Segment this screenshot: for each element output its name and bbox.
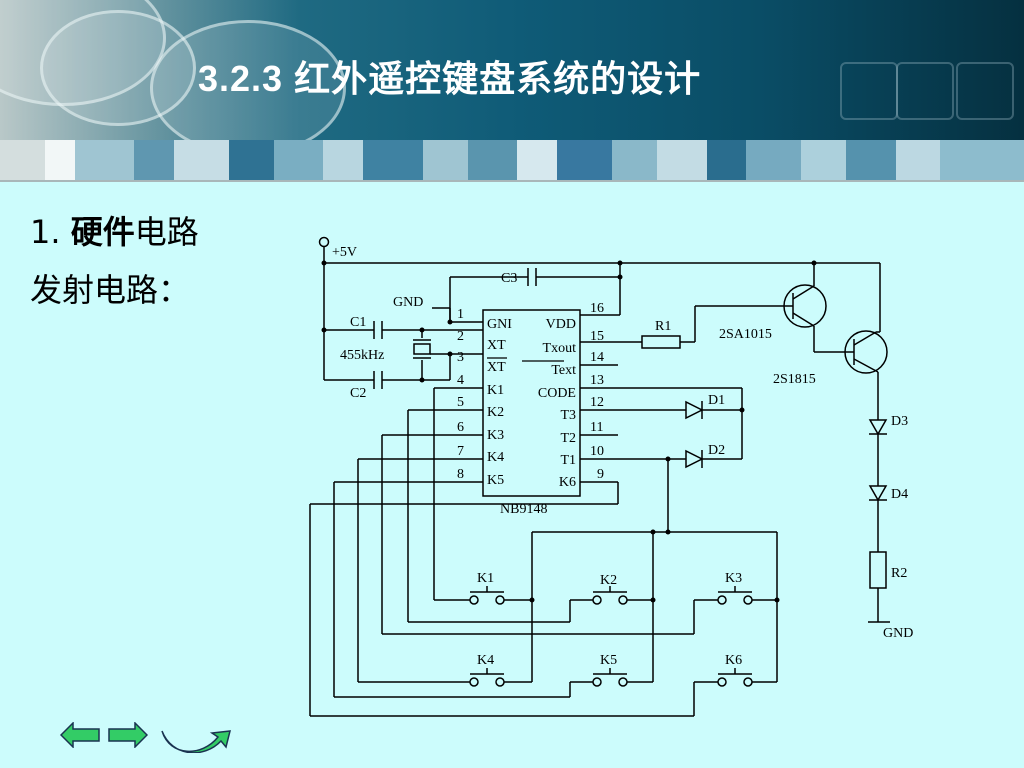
pin-number-5: 5	[457, 395, 464, 410]
square-decoration	[956, 62, 1014, 120]
pin-code: CODE	[538, 386, 576, 401]
key-k4-label: K4	[477, 653, 494, 668]
pin-number-9: 9	[597, 467, 604, 482]
pin-k3: K3	[487, 428, 504, 443]
pin-k5: K5	[487, 473, 504, 488]
key-k6-label: K6	[725, 653, 742, 668]
gnd-label: GND	[393, 295, 423, 310]
square-decoration	[840, 62, 898, 120]
r2-label: R2	[891, 566, 907, 581]
vcc-label: +5V	[332, 245, 357, 260]
key-k5-label: K5	[600, 653, 617, 668]
pin-number-6: 6	[457, 420, 464, 435]
pin-t1: T1	[560, 453, 576, 468]
d2-label: D2	[708, 443, 725, 458]
c1-label: C1	[350, 315, 366, 330]
pin-number-12: 12	[590, 395, 604, 410]
pin-t2: T2	[560, 431, 576, 446]
key-k1-label: K1	[477, 571, 494, 586]
pin-number-14: 14	[590, 350, 604, 365]
heading-hardware-circuit: 1. 硬件电路	[30, 213, 199, 251]
next-arrow-icon[interactable]	[108, 722, 148, 748]
d4-label: D4	[891, 487, 908, 502]
c2-label: C2	[350, 386, 366, 401]
pin-number-16: 16	[590, 301, 604, 316]
pin-xt-bar: XT	[487, 360, 506, 375]
header-divider	[0, 180, 1024, 182]
square-decoration	[896, 62, 954, 120]
previous-arrow-icon[interactable]	[60, 722, 100, 748]
pin-number-4: 4	[457, 373, 464, 388]
pin-k4: K4	[487, 450, 504, 465]
pin-gni: GNI	[487, 317, 512, 332]
pin-k6: K6	[559, 475, 576, 490]
pin-text: Text	[551, 363, 576, 378]
return-arrow-icon[interactable]	[160, 727, 232, 753]
pin-number-3: 3	[457, 350, 464, 365]
c3-label: C3	[501, 271, 517, 286]
pin-number-1: 1	[457, 307, 464, 322]
pin-number-11: 11	[590, 420, 603, 435]
pin-number-8: 8	[457, 467, 464, 482]
pin-number-15: 15	[590, 329, 604, 344]
d3-label: D3	[891, 414, 908, 429]
glassware-decoration	[150, 20, 346, 140]
subheading-transmit-circuit: 发射电路：	[30, 271, 191, 309]
ir-transmitter-schematic: +5V GND C3 C1 455kHz C2 R1 2SA1015 2S181…	[309, 236, 913, 717]
pin-number-10: 10	[590, 444, 604, 459]
mosaic-banner	[0, 140, 1024, 180]
slide-title: 3.2.3 红外遥控键盘系统的设计	[198, 58, 702, 99]
r1-label: R1	[655, 319, 671, 334]
pin-number-7: 7	[457, 444, 464, 459]
chip-name: NB9148	[500, 502, 547, 517]
q1-label: 2SA1015	[719, 327, 772, 342]
crystal-label: 455kHz	[340, 348, 384, 363]
pin-k1: K1	[487, 383, 504, 398]
pin-number-13: 13	[590, 373, 604, 388]
key-k3-label: K3	[725, 571, 742, 586]
pin-t3: T3	[560, 408, 576, 423]
gnd-bottom-label: GND	[883, 626, 913, 641]
pin-k2: K2	[487, 405, 504, 420]
slide-header: 3.2.3 红外遥控键盘系统的设计	[0, 0, 1024, 140]
pin-xt: XT	[487, 338, 506, 353]
d1-label: D1	[708, 393, 725, 408]
key-k2-label: K2	[600, 573, 617, 588]
pin-txout: Txout	[543, 341, 577, 356]
pin-vdd: VDD	[546, 317, 576, 332]
pin-number-2: 2	[457, 329, 464, 344]
q2-label: 2S1815	[773, 372, 816, 387]
